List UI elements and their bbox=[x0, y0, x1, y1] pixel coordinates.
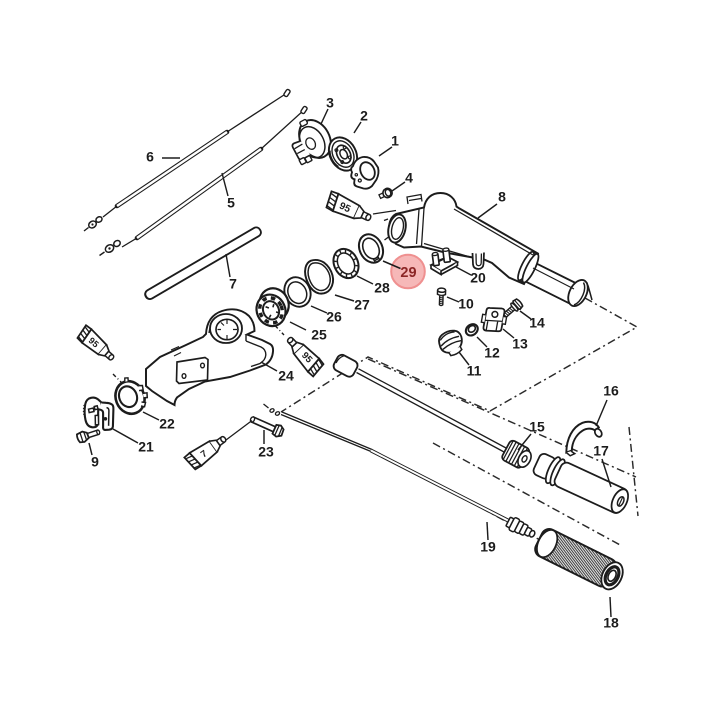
svg-text:4: 4 bbox=[405, 170, 413, 186]
svg-text:20: 20 bbox=[470, 270, 486, 286]
svg-text:6: 6 bbox=[146, 149, 154, 165]
svg-text:27: 27 bbox=[354, 297, 370, 313]
svg-text:9: 9 bbox=[91, 454, 99, 470]
svg-text:29: 29 bbox=[400, 265, 416, 281]
svg-text:95: 95 bbox=[87, 335, 101, 349]
svg-text:24: 24 bbox=[278, 368, 294, 384]
svg-text:3: 3 bbox=[326, 95, 334, 111]
svg-text:14: 14 bbox=[529, 315, 545, 331]
svg-text:21: 21 bbox=[138, 439, 154, 455]
svg-text:11: 11 bbox=[467, 363, 482, 379]
svg-text:7: 7 bbox=[229, 276, 237, 292]
svg-text:17: 17 bbox=[593, 443, 609, 459]
svg-text:28: 28 bbox=[374, 280, 390, 296]
svg-text:13: 13 bbox=[512, 336, 528, 352]
svg-text:1: 1 bbox=[391, 133, 399, 149]
svg-text:18: 18 bbox=[603, 615, 619, 631]
svg-text:22: 22 bbox=[159, 416, 175, 432]
svg-text:12: 12 bbox=[484, 345, 500, 361]
svg-text:23: 23 bbox=[258, 444, 274, 460]
svg-text:7: 7 bbox=[199, 448, 210, 460]
svg-text:2: 2 bbox=[360, 108, 368, 124]
svg-text:16: 16 bbox=[603, 383, 619, 399]
svg-text:10: 10 bbox=[458, 296, 474, 312]
svg-text:5: 5 bbox=[227, 195, 235, 211]
svg-text:19: 19 bbox=[480, 539, 496, 555]
svg-text:25: 25 bbox=[311, 327, 327, 343]
svg-text:26: 26 bbox=[326, 309, 342, 325]
svg-text:95: 95 bbox=[337, 201, 352, 216]
svg-text:8: 8 bbox=[498, 189, 506, 205]
svg-text:15: 15 bbox=[529, 419, 545, 435]
